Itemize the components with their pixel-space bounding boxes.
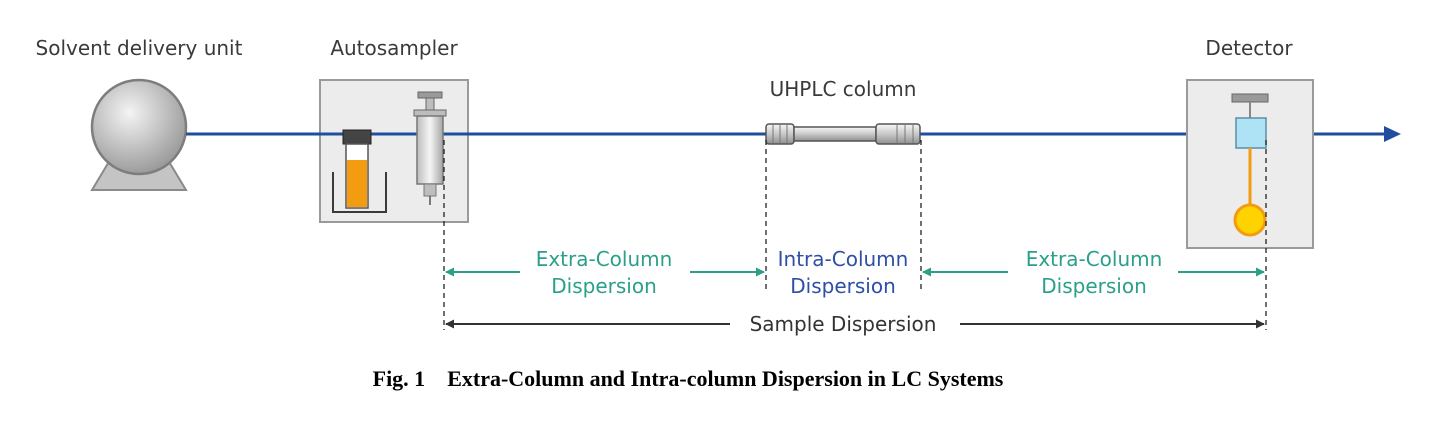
injector-syringe-icon: [413, 91, 447, 205]
pump-icon: [90, 78, 188, 191]
extra-column-right-label-line1: Extra-Column: [1026, 247, 1163, 271]
detector-lamp-icon: [1233, 148, 1267, 237]
detector-cell-icon: [1231, 93, 1269, 149]
detector-label: Detector: [1205, 36, 1293, 60]
extra-column-right-label-line2: Dispersion: [1041, 274, 1147, 298]
autosampler-box: [319, 79, 469, 223]
flow-direction-arrow-icon: [1384, 126, 1401, 142]
uhplc-column-icon: [765, 123, 921, 145]
dispersion-boundaries: [443, 140, 1267, 330]
figure-number: Fig. 1: [373, 366, 426, 391]
sample-dispersion-label: Sample Dispersion: [750, 312, 937, 336]
column-label: UHPLC column: [770, 77, 917, 101]
extra-column-left-label-line2: Dispersion: [551, 274, 657, 298]
intra-column-label-line2: Dispersion: [790, 274, 896, 298]
sample-vial-icon: [332, 129, 387, 213]
solvent-delivery-unit-label: Solvent delivery unit: [36, 36, 243, 60]
autosampler-label: Autosampler: [330, 36, 458, 60]
figure-caption-text: Extra-Column and Intra-column Dispersion…: [447, 366, 1004, 391]
intra-column-label-line1: Intra-Column: [778, 247, 909, 271]
extra-column-left-label-line1: Extra-Column: [536, 247, 673, 271]
figure-caption: Fig. 1 Extra-Column and Intra-column Disp…: [373, 366, 1004, 391]
